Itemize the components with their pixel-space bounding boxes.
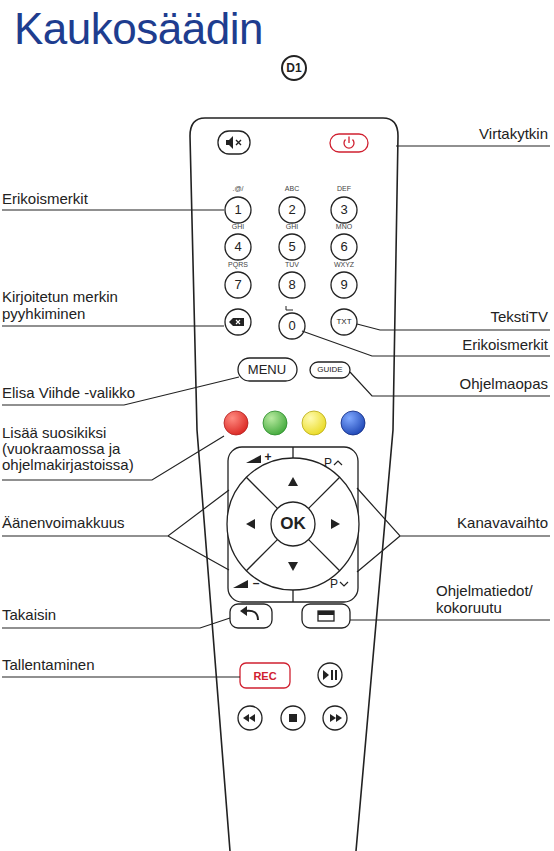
button-label: TXT (336, 317, 351, 326)
button-label: 0 (288, 319, 295, 334)
button-label: P (330, 578, 338, 592)
button-label: 8 (288, 278, 295, 293)
button-label: OK (280, 514, 306, 534)
callout-label: Kanavavaihto (457, 514, 548, 531)
callout-label: Äänenvoimakkuus (2, 514, 125, 531)
button-label: MNO (336, 223, 352, 231)
button-label: + (264, 451, 271, 465)
callout-label: Erikoismerkit (2, 190, 88, 207)
callout-label: Tallentaminen (2, 656, 95, 673)
button-label: 7 (234, 278, 241, 293)
button-label: 3 (340, 203, 347, 218)
button-label: 2 (288, 203, 295, 218)
button-label: .@/ (233, 185, 244, 193)
callout-label: Erikoismerkit (462, 336, 548, 353)
button-label: GUIDE (317, 365, 342, 374)
button-label: MENU (248, 363, 286, 378)
badge-text: D1 (286, 62, 301, 74)
callout-label: Virtakytkin (479, 125, 548, 142)
button-label: 6 (340, 240, 347, 255)
callout-label: Kirjoitetun merkin pyyhkiminen (2, 288, 137, 322)
button-label: PQRS (228, 261, 248, 269)
button-label: GHI (286, 223, 298, 231)
callout-label: Lisää suosikiksi (vuokraamossa ja ohjelm… (2, 425, 154, 473)
button-label: GHI (232, 223, 244, 231)
callout-label: Ohjelmaopas (460, 375, 548, 392)
leader-lines (2, 146, 550, 677)
button-label: 1 (234, 203, 241, 218)
diagram-title: Kaukosäädin (14, 4, 263, 55)
button-label: 9 (340, 278, 347, 293)
button-label: ABC (285, 185, 299, 193)
callout-label: TekstiTV (490, 308, 548, 325)
button-label: TUV (285, 261, 299, 269)
button-label: 5 (288, 240, 295, 255)
button-label: DEF (337, 185, 351, 193)
button-label: – (253, 577, 260, 591)
button-label: P (324, 457, 332, 471)
button-label: REC (253, 670, 276, 683)
button-label: 4 (234, 240, 241, 255)
callout-label: Elisa Viihde -valikko (2, 384, 135, 401)
callout-label: Ohjelmatiedot/ kokoruutu (436, 582, 550, 616)
badge-circle: D1 (281, 55, 307, 81)
callout-label: Takaisin (2, 606, 56, 623)
button-label: WXYZ (334, 261, 354, 269)
